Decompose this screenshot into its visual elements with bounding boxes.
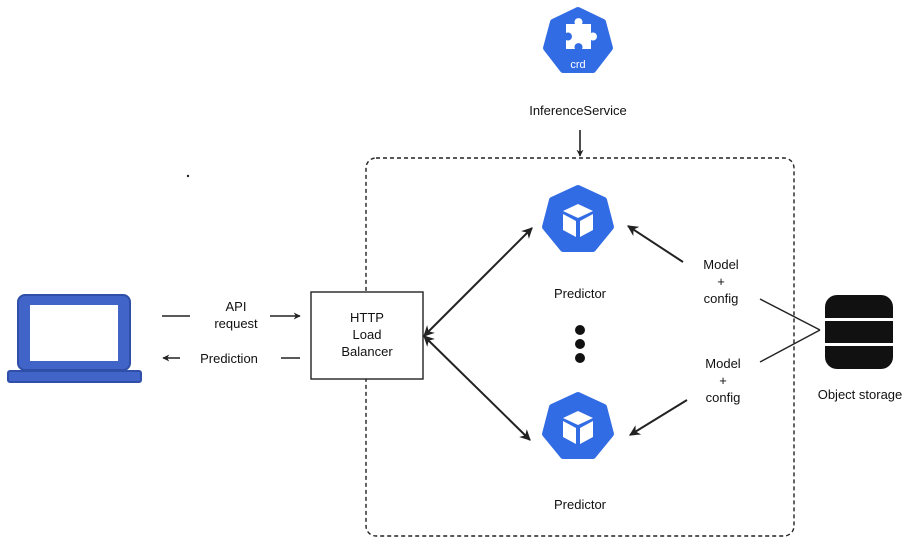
- model-config-bottom-arrow: [629, 399, 688, 436]
- ellipsis-dot: [575, 339, 585, 349]
- cube-icon: [563, 204, 593, 237]
- storage-link-top: [759, 298, 821, 331]
- cluster-boundary: [365, 157, 795, 537]
- load-balancer-line3: Balancer: [341, 344, 393, 359]
- model-config-top-arrow: [627, 225, 684, 263]
- load-balancer-box: [310, 291, 424, 380]
- storage-link-bottom: [759, 329, 821, 363]
- ellipsis-dot: [575, 325, 585, 335]
- load-balancer-line2: Load: [352, 327, 382, 342]
- model-config-label-top: Model + config: [686, 256, 756, 307]
- puzzle-piece-icon: [566, 18, 597, 49]
- inference-service-label: InferenceService: [529, 103, 627, 118]
- pod-icon-top: pod: [542, 185, 614, 264]
- api-request-label-line1: API: [225, 299, 247, 314]
- stray-dot: [186, 174, 190, 178]
- database-icon: [825, 295, 893, 369]
- model-config-top-line3: config: [703, 291, 739, 306]
- model-config-top-line1: Model: [703, 257, 739, 272]
- object-storage-label: Object storage: [817, 387, 903, 402]
- prediction-label: Prediction: [200, 351, 258, 366]
- model-config-top-line2: +: [717, 274, 725, 289]
- model-config-bottom-line2: +: [719, 373, 727, 388]
- ellipsis-dot: [575, 353, 585, 363]
- cube-icon: [563, 411, 593, 444]
- pod-icon-top-text: pod: [569, 252, 587, 264]
- api-request-label-line2: request: [214, 316, 258, 331]
- model-config-bottom-line1: Model: [705, 356, 741, 371]
- load-balancer-line1: HTTP: [350, 310, 384, 325]
- pod-icon-bottom-text: pod: [569, 462, 587, 474]
- model-config-bottom-line3: config: [705, 390, 741, 405]
- model-config-label-bottom: Model + config: [688, 355, 758, 406]
- crd-icon-text: crd: [570, 59, 585, 71]
- predictor-label-bottom: Predictor: [553, 497, 607, 512]
- api-request-label: API request: [196, 298, 276, 332]
- crd-icon: crd: [543, 7, 613, 73]
- load-balancer-label: HTTP Load Balancer: [311, 309, 423, 360]
- laptop-icon: [7, 294, 142, 383]
- lb-to-predictor-top-arrow: [423, 227, 533, 337]
- predictor-label-top: Predictor: [553, 286, 607, 301]
- pod-icon-bottom: pod: [542, 392, 614, 474]
- lb-to-predictor-bottom-arrow: [423, 335, 531, 441]
